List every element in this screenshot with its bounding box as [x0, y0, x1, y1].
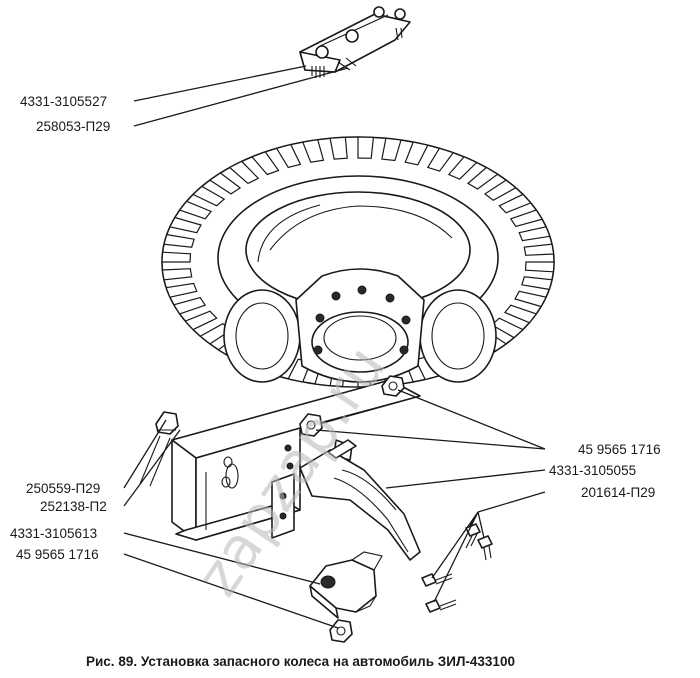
tread-block [509, 209, 544, 228]
tread-block [172, 296, 207, 315]
tread-block [498, 193, 532, 214]
tread-block [483, 179, 517, 202]
tread-block [329, 136, 348, 160]
part-label-258053-p29: 258053-П29 [36, 119, 110, 134]
leader-lines [123, 65, 546, 629]
tread-block [381, 137, 402, 162]
tread-block [521, 276, 553, 291]
tread-block [178, 200, 213, 220]
tread-block [163, 233, 195, 248]
figure-caption: Рис. 89. Установка запасного колеса на а… [86, 654, 515, 669]
tread-block [192, 185, 226, 207]
part-label-4331-3105613: 4331-3105613 [10, 526, 97, 541]
part-label-250559-p29: 250559-П29 [26, 481, 100, 496]
tread-block [275, 143, 302, 169]
tread-block [524, 261, 555, 273]
part-label-4331-3105527: 4331-3105527 [20, 94, 107, 109]
tread-block [228, 160, 260, 185]
tread-block [447, 156, 478, 180]
top-clamp-bracket [299, 6, 411, 78]
bolt-4 [425, 599, 457, 613]
bolt-1 [465, 523, 481, 549]
tread-block [466, 166, 499, 190]
tread-block [301, 139, 325, 163]
bolt-2 [477, 535, 493, 561]
tread-block [404, 141, 429, 166]
part-label-45-9565-1716-lower: 45 9565 1716 [16, 547, 99, 562]
tread-block [184, 310, 218, 331]
tread-block [514, 290, 548, 308]
tread-block [250, 151, 280, 176]
tread-block [523, 243, 555, 256]
tread-block [426, 147, 455, 172]
nut-lower [329, 619, 353, 643]
tread-block [357, 136, 375, 159]
tread-block [518, 226, 551, 242]
tread-block [161, 251, 192, 263]
nut-upper [381, 375, 405, 397]
clamp-plate [309, 551, 383, 619]
tread-block [503, 304, 538, 324]
tread-block [165, 282, 198, 298]
tread-block [208, 172, 242, 195]
part-label-45-9565-1716-upper: 45 9565 1716 [578, 442, 661, 457]
part-label-252138-p2: 252138-П2 [40, 499, 107, 514]
part-label-4331-3105055: 4331-3105055 [549, 463, 636, 478]
tread-block [168, 216, 202, 234]
tread-block [161, 268, 193, 281]
part-label-201614-p29: 201614-П29 [581, 485, 655, 500]
support-arm [299, 439, 421, 561]
